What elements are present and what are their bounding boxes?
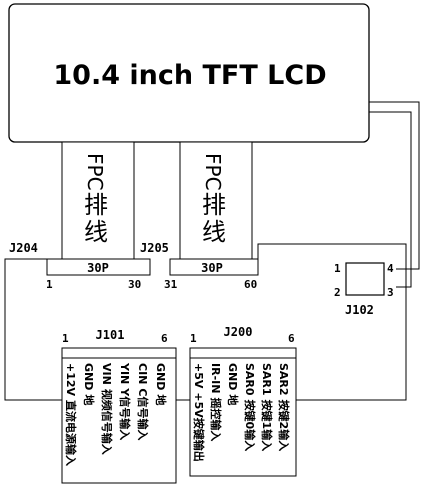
wires: [4, 101, 420, 401]
j101-pin-6-signal: GND: [154, 363, 167, 390]
j200-pin-5-signal: SAR1: [260, 363, 273, 396]
j102-label: J102: [345, 303, 374, 317]
j200-pin-5: SAR1 按键1输入: [260, 363, 274, 451]
j101-pin-2-signal: GND: [82, 363, 95, 390]
j101-pin-end: 6: [161, 332, 168, 345]
connector-30p-right: [169, 258, 259, 276]
fpc-cable-right: [179, 141, 253, 260]
j101-pin-4-signal: YIN: [118, 362, 131, 384]
j101-pin-3-description: 视频信号输入: [100, 389, 114, 455]
j101-pin-6: GND 地: [154, 363, 168, 405]
j200-pin-1: +5V +5V按键输出: [192, 363, 206, 462]
j200-pin-1-signal: +5V: [192, 363, 205, 389]
connector-30p-right-label: 30P: [201, 261, 223, 275]
j101-pin-1: +12V 直流电源输入: [64, 363, 78, 466]
connector-30p-left: [46, 258, 151, 276]
j200-pin-6-description: 按键2输入: [277, 400, 291, 452]
svg-text:线: 线: [84, 218, 108, 246]
j200-pin-3: GND 地: [226, 363, 240, 405]
connector-j200: [189, 347, 297, 477]
j101-pin-1-signal: +12V: [64, 363, 77, 397]
wire-j205: [257, 243, 407, 401]
wire-lcd-inner: [369, 111, 412, 288]
j101-label: J101: [96, 328, 125, 342]
j205-label: J205: [140, 241, 169, 255]
svg-text:线: 线: [202, 218, 226, 246]
j101-pin-4-description: Y信号输入: [118, 387, 132, 440]
j102-pin2: 2: [334, 286, 341, 299]
j200-pin-2-description: 摇控输入: [209, 397, 223, 441]
j200-pin-1-description: +5V按键输出: [192, 392, 206, 461]
j102-pin4: 4: [387, 262, 394, 275]
pin-60-label: 60: [244, 278, 257, 291]
fpc-cable-left: [61, 141, 135, 260]
connector-j101: [61, 347, 177, 484]
pin-1-label: 1: [46, 278, 53, 291]
j200-pin-2: IR-IN 摇控输入: [209, 363, 223, 441]
fpc-label-right: FPC 排 线: [201, 153, 226, 246]
wire-j204: [4, 258, 62, 401]
j101-pin-4: YIN Y信号输入: [118, 362, 132, 440]
j102-pin1: 1: [334, 262, 341, 275]
j101-pin-1-description: 直流电源输入: [64, 400, 78, 466]
svg-text:排: 排: [84, 191, 108, 219]
svg-text:FPC: FPC: [83, 153, 107, 191]
wire-lcd-outer: [369, 101, 420, 270]
lcd-title: 10.4 inch TFT LCD: [53, 60, 326, 91]
j101-pin-5-signal: CIN: [136, 363, 149, 384]
j101-pin-list: +12V 直流电源输入 GND 地 VIN 视频信号输入 YIN Y信号输入 CIN C信号输入 G…: [64, 362, 168, 466]
j101-pin-start: 1: [62, 332, 69, 345]
j204-label: J204: [9, 241, 38, 255]
j200-pin-4: SAR0 按键0输入: [243, 363, 257, 451]
j101-pin-5: CIN C信号输入: [136, 363, 150, 440]
j101-pin-3: VIN 视频信号输入: [100, 363, 114, 455]
j200-pin-4-description: 按键0输入: [243, 400, 257, 452]
svg-text:排: 排: [202, 191, 226, 219]
j200-pin-3-signal: GND: [226, 363, 239, 390]
j200-pin-3-description: 地: [226, 394, 240, 405]
pin-30-label: 30: [128, 278, 141, 291]
connector-j102: [345, 262, 385, 296]
j101-pin-3-signal: VIN: [100, 363, 113, 385]
j200-pin-2-signal: IR-IN: [209, 363, 222, 393]
connector-30p-left-label: 30P: [87, 261, 109, 275]
svg-text:FPC: FPC: [201, 153, 225, 191]
j200-pin-6: SAR2 按键2输入: [277, 363, 291, 451]
j200-pin-5-description: 按键1输入: [260, 400, 274, 452]
j101-pin-5-description: C信号输入: [136, 388, 150, 440]
j200-pin-4-signal: SAR0: [243, 363, 256, 396]
j200-label: J200: [224, 325, 253, 339]
fpc-label-left: FPC 排 线: [83, 153, 108, 246]
j200-pin-6-signal: SAR2: [277, 363, 290, 396]
j101-pin-2-description: 地: [82, 394, 96, 405]
j102-pin3: 3: [387, 286, 394, 299]
j101-pin-2: GND 地: [82, 363, 96, 405]
j200-pin-end: 6: [288, 332, 295, 345]
pin-31-label: 31: [164, 278, 178, 291]
j200-pin-start: 1: [190, 332, 197, 345]
j101-pin-6-description: 地: [154, 394, 168, 405]
